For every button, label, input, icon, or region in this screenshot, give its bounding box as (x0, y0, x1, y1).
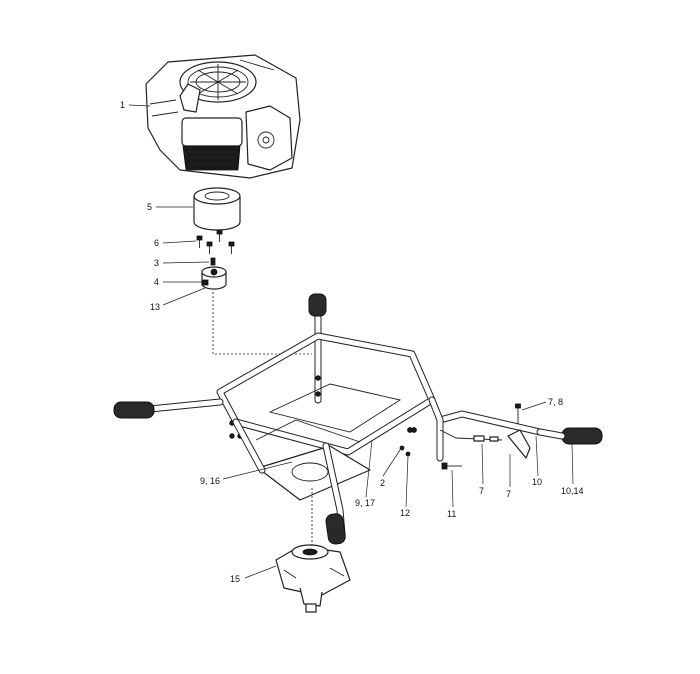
base-plate (257, 445, 371, 501)
callout-12: 12 (400, 508, 410, 518)
leader-lines (128, 104, 574, 579)
callout-7-left: 7 (479, 486, 484, 496)
callout-13: 13 (150, 302, 160, 312)
callout-10-14: 10,14 (561, 486, 584, 496)
top-grip (308, 293, 327, 317)
callout-labels: 1 5 6 3 4 13 7, 8 9, 16 2 9, 17 12 11 7 … (120, 100, 584, 584)
handle-frame (113, 293, 603, 548)
callout-10: 10 (532, 477, 542, 487)
left-grip (113, 401, 155, 419)
callout-4: 4 (154, 277, 159, 287)
engine (145, 54, 301, 179)
callout-5: 5 (147, 202, 152, 212)
callout-3: 3 (154, 258, 159, 268)
shaft-key (210, 257, 216, 266)
mounting-bolts (196, 229, 235, 254)
right-grip (561, 427, 603, 445)
callout-9-17: 9, 17 (355, 498, 375, 508)
front-grip (325, 513, 346, 545)
callout-11: 11 (447, 509, 456, 519)
throttle-lever (507, 429, 531, 459)
callout-1: 1 (120, 100, 125, 110)
callout-15: 15 (230, 574, 240, 584)
engine-spacer (193, 187, 241, 231)
drive-axis-dashed (212, 292, 312, 355)
gearbox (275, 544, 351, 613)
callout-7-8: 7, 8 (548, 397, 563, 407)
callout-2: 2 (380, 478, 385, 488)
callout-7-right: 7 (506, 489, 511, 499)
callout-6: 6 (154, 238, 159, 248)
callout-9-16: 9, 16 (200, 476, 220, 486)
shaft-coupler (201, 266, 227, 290)
